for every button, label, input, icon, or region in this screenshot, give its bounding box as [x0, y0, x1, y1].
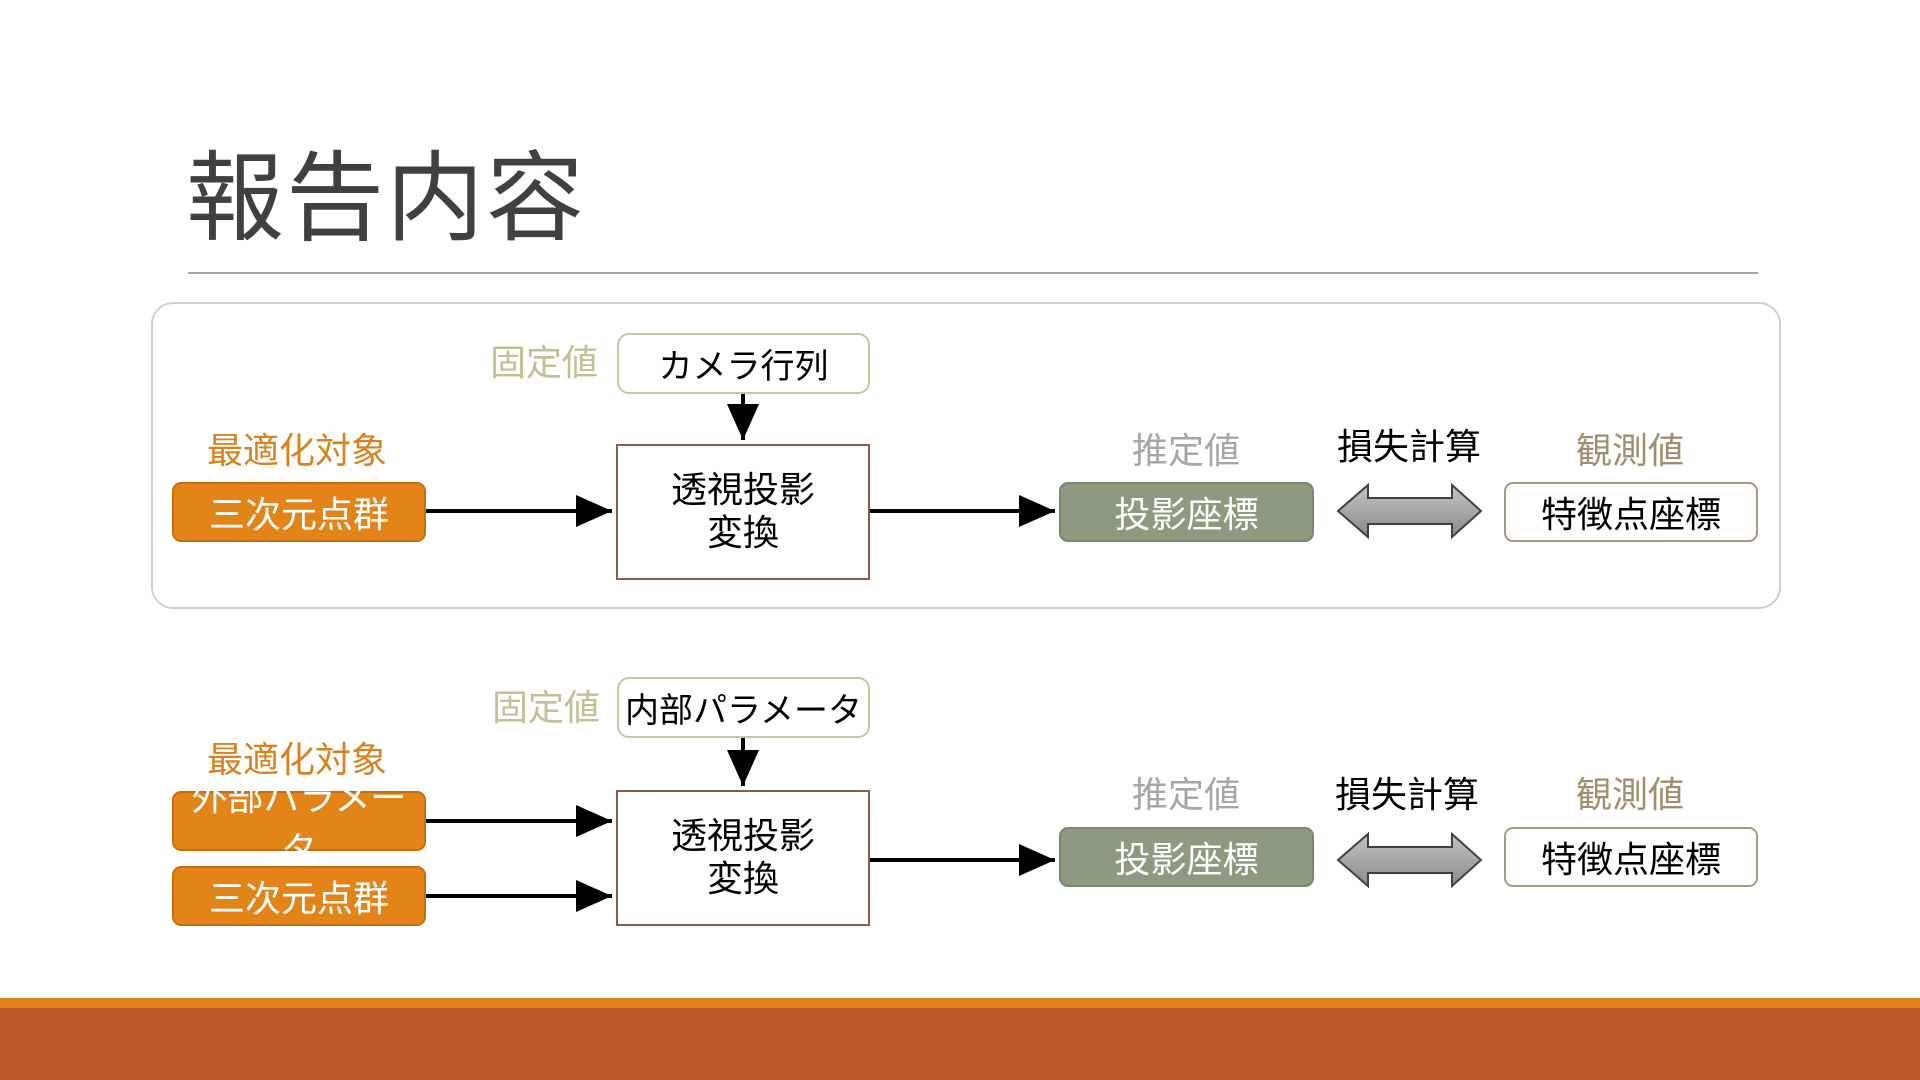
- top-projection-line2: 変換: [706, 513, 779, 554]
- bottom-feature-coords-box: 特徴点座標: [1504, 827, 1758, 887]
- bottom-observed-label: 観測値: [1576, 775, 1685, 816]
- bottom-intrinsic-params-box: 内部パラメータ: [617, 677, 870, 738]
- bottom-estimate-label: 推定値: [1132, 775, 1241, 816]
- top-projected-coords-box: 投影座標: [1059, 482, 1314, 542]
- top-diagram-panel: [151, 302, 1781, 609]
- top-optimize-label: 最適化対象: [207, 431, 388, 472]
- bottom-optimize-label: 最適化対象: [207, 740, 388, 781]
- top-double-arrow-icon: [1336, 482, 1483, 540]
- footer-accent-stripe: [0, 998, 1920, 1008]
- top-input-point-cloud-box: 三次元点群: [172, 482, 426, 542]
- bottom-projection-line1: 透視投影: [670, 815, 815, 857]
- top-projection-line1: 透視投影: [670, 469, 815, 511]
- bottom-double-arrow-icon: [1336, 831, 1483, 889]
- top-fixed-label: 固定値: [490, 343, 599, 384]
- top-projection-box: 透視投影 変換: [616, 444, 870, 580]
- bottom-input-point-cloud-box: 三次元点群: [172, 866, 426, 926]
- bottom-projected-coords-box: 投影座標: [1059, 827, 1314, 887]
- bottom-loss-label: 損失計算: [1335, 775, 1480, 816]
- top-estimate-label: 推定値: [1132, 431, 1241, 472]
- title-divider: [188, 272, 1758, 274]
- top-loss-label: 損失計算: [1337, 427, 1482, 468]
- bottom-projection-box: 透視投影 変換: [616, 790, 870, 926]
- bottom-fixed-label: 固定値: [492, 688, 601, 729]
- top-observed-label: 観測値: [1576, 431, 1685, 472]
- slide-title: 報告内容: [186, 142, 587, 256]
- footer-band: [0, 1008, 1920, 1080]
- top-camera-matrix-box: カメラ行列: [617, 333, 870, 394]
- top-feature-coords-box: 特徴点座標: [1504, 482, 1758, 542]
- bottom-projection-line2: 変換: [706, 859, 779, 900]
